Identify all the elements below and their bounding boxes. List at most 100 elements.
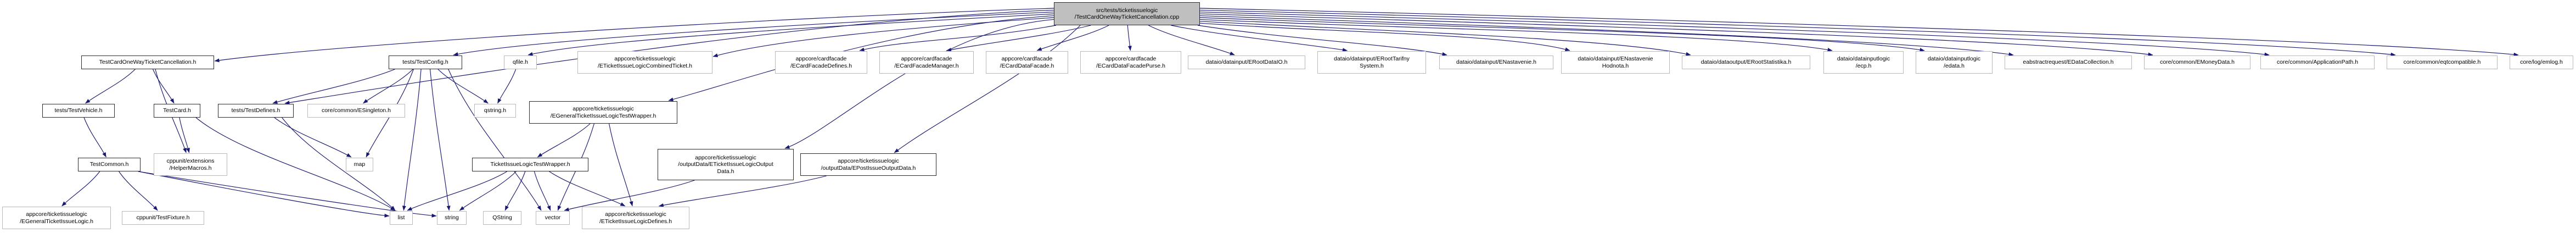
graph-node-ecard-facade-manager: appcore/cardfacade/ECardFacadeManager.h: [879, 51, 974, 74]
graph-node-label: /EGeneralTicketIssueLogicTestWrapper.h: [550, 112, 656, 119]
edge-test-card-to-helper-macros: [179, 117, 190, 153]
edge-test-config-to-test-defines: [272, 69, 395, 104]
edge-root-to-test-config: [453, 12, 1054, 56]
graph-node-test-card-one-way-ticket-cancellation-h[interactable]: TestCardOneWayTicketCancellation.h: [81, 56, 214, 69]
graph-node-label: /EGeneralTicketIssueLogic.h: [20, 218, 93, 225]
graph-node-label: /ECardDataFacadePurse.h: [1096, 62, 1166, 69]
graph-node-eroot-statistika: dataio/dataoutput/ERootStatistika.h: [1682, 56, 1810, 69]
graph-node-test-common[interactable]: TestCommon.h: [78, 158, 141, 171]
graph-node-ticket-issue-logic-test-wrapper[interactable]: TicketIssueLogicTestWrapper.h: [472, 158, 588, 171]
graph-node-label: /ECardDataFacade.h: [1000, 62, 1054, 69]
graph-node-qfile-h: qfile.h: [504, 56, 537, 69]
graph-node-label: list: [397, 214, 405, 221]
graph-node-egeneral-test-wrapper[interactable]: appcore/ticketissuelogic/EGeneralTicketI…: [529, 101, 677, 124]
graph-node-label: /HelperMacros.h: [169, 164, 212, 171]
edge-ticket-issue-logic-test-wrapper-to-string: [459, 171, 517, 211]
edge-root-to-eroot-tarifny-system: [1171, 25, 1348, 52]
graph-node-label: TicketIssueLogicTestWrapper.h: [490, 161, 570, 168]
edge-test-config-to-list: [402, 69, 422, 211]
graph-node-label: /outputData/EPostIssueOutputData.h: [821, 164, 916, 171]
edge-ticket-issue-logic-test-wrapper-to-vector: [534, 171, 551, 211]
graph-node-label: appcore/cardfacade: [1001, 56, 1053, 62]
edge-test-common-to-test-fixture: [119, 171, 158, 211]
edge-root-to-eroot-statistika: [1199, 21, 1691, 56]
graph-node-eticket-defines: appcore/ticketissuelogic/ETicketIssueLog…: [582, 207, 689, 229]
graph-node-label: dataio/datainput/ERootDataIO.h: [1205, 59, 1288, 66]
graph-node-label: vector: [545, 214, 561, 221]
graph-node-eqtcompatible: core/common/eqtcompatible.h: [2387, 56, 2498, 69]
edge-test-common-to-string: [138, 171, 437, 218]
graph-node-label: /ETicketIssueLogicCombinedTicket.h: [598, 62, 692, 69]
graph-node-label: appcore/cardfacade: [901, 56, 952, 62]
graph-node-list: list: [390, 211, 413, 225]
edge-test-defines-to-map: [274, 117, 352, 158]
graph-node-test-config[interactable]: tests/TestConfig.h: [389, 56, 462, 69]
edge-root-to-ecp: [1199, 19, 1833, 52]
graph-node-test-vehicle[interactable]: tests/TestVehicle.h: [42, 104, 115, 118]
graph-node-edata-collection: eabstractrequest/EDataCollection.h: [2005, 56, 2132, 69]
graph-node-enastavenie: dataio/datainput/ENastavenie.h: [1439, 56, 1553, 69]
graph-node-eticket-output-data[interactable]: appcore/ticketissuelogic/outputData/ETic…: [658, 149, 794, 180]
graph-node-label: Hodnota.h: [1602, 62, 1629, 69]
edge-root-to-enastavenie-hodnota: [1199, 23, 1570, 52]
graph-node-label: string: [445, 214, 459, 221]
graph-node-label: /ecp.h: [1855, 62, 1872, 69]
edge-root-to-enastavenie: [1197, 25, 1447, 56]
graph-node-label: dataio/datainput/ENastavenie: [1578, 56, 1653, 62]
graph-node-label: qfile.h: [512, 59, 529, 66]
graph-node-label: tests/TestVehicle.h: [54, 107, 103, 114]
edge-root-to-application-path: [1199, 12, 2270, 57]
graph-node-test-defines[interactable]: tests/TestDefines.h: [218, 104, 294, 118]
edge-eticket-output-data-to-vector: [564, 180, 695, 212]
graph-node-vector: vector: [536, 211, 570, 225]
graph-node-label: /outputData/ETicketIssueLogicOutput: [678, 161, 773, 168]
graph-node-application-path: core/common/ApplicationPath.h: [2260, 56, 2375, 69]
graph-node-helper-macros: cppunit/extensions/HelperMacros.h: [154, 153, 227, 176]
graph-node-label: appcore/cardfacade: [1105, 56, 1157, 62]
edge-test-common-to-list: [138, 171, 390, 218]
graph-node-ecard-data-facade: appcore/cardfacade/ECardDataFacade.h: [986, 51, 1068, 74]
graph-node-map: map: [346, 158, 373, 171]
edge-test-card-one-way-ticket-cancellation-h-to-test-vehicle: [85, 69, 136, 104]
graph-node-label: appcore/ticketissuelogic: [573, 106, 634, 112]
graph-node-string: string: [437, 211, 467, 225]
graph-node-label: /edata.h: [1944, 62, 1965, 69]
graph-node-label: appcore/ticketissuelogic: [695, 154, 756, 161]
graph-node-eroot-dataio: dataio/datainput/ERootDataIO.h: [1188, 56, 1305, 69]
graph-node-label: /TestCardOneWayTicketCancellation.cpp: [1074, 14, 1180, 20]
edge-egeneral-test-wrapper-to-ticket-issue-logic-test-wrapper: [537, 123, 591, 158]
graph-node-label: tests/TestConfig.h: [402, 59, 448, 66]
graph-node-label: appcore/ticketissuelogic: [605, 211, 666, 218]
graph-node-epost-issue-output-data[interactable]: appcore/ticketissuelogic/outputData/EPos…: [800, 153, 936, 176]
edge-test-config-to-vector: [448, 69, 542, 211]
graph-node-test-card[interactable]: TestCard.h: [154, 104, 200, 118]
graph-node-root: src/tests/ticketissuelogic/TestCardOneWa…: [1054, 2, 1200, 25]
edge-qfile-h-to-qstring-h: [497, 69, 517, 104]
edge-ticket-issue-logic-test-wrapper-to-qstring-class: [504, 171, 526, 211]
edge-test-vehicle-to-test-common: [83, 117, 106, 158]
graph-node-label: TestCommon.h: [89, 161, 129, 168]
graph-edge-group: [61, 8, 2519, 218]
edge-root-to-ecard-facade-manager: [946, 25, 1091, 52]
graph-node-label: dataio/dataoutput/ERootStatistika.h: [1701, 59, 1792, 66]
edge-root-to-ecard-data-facade: [1036, 25, 1109, 51]
graph-node-ecp: dataio/datainputlogic/ecp.h: [1823, 51, 1904, 74]
graph-node-label: cppunit/TestFixture.h: [136, 214, 190, 221]
graph-node-ecard-facade-defines: appcore/cardfacade/ECardFacadeDefines.h: [775, 51, 867, 74]
graph-node-label: Data.h: [717, 168, 734, 175]
edge-root-to-eqtcompatible: [1199, 9, 2396, 57]
graph-node-egeneral-ticket-issue-logic: appcore/ticketissuelogic/EGeneralTicketI…: [2, 207, 111, 229]
graph-node-label: core/common/ESingleton.h: [321, 107, 391, 114]
graph-node-label: src/tests/ticketissuelogic: [1096, 7, 1158, 14]
edge-test-config-to-qstring-h: [437, 69, 489, 104]
graph-node-test-fixture: cppunit/TestFixture.h: [122, 211, 204, 225]
edge-root-to-emlog: [1199, 8, 2519, 57]
graph-node-label: QString: [492, 214, 512, 221]
graph-node-label: TestCard.h: [163, 107, 191, 114]
edge-root-to-test-card-one-way-ticket-cancellation-h: [214, 8, 1054, 63]
edge-root-to-ecard-facade-defines: [859, 25, 1057, 52]
